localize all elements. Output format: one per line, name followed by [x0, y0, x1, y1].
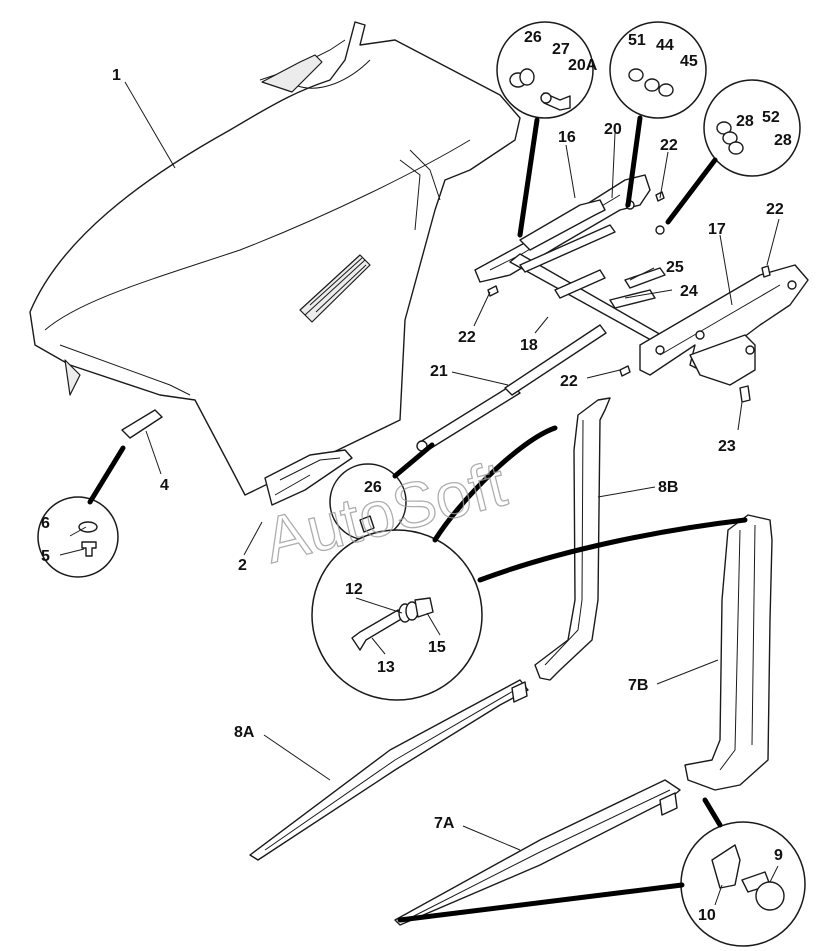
callout-28-top: 28 — [736, 113, 754, 130]
part-8B-trim — [534, 397, 611, 681]
screws — [487, 191, 771, 403]
callout-21: 21 — [430, 363, 448, 380]
callout-44: 44 — [656, 37, 674, 54]
callout-labels: 1 2 4 5 6 7A 7B 8A 8B 9 10 12 13 15 16 1… — [41, 29, 792, 924]
detail-circle-left — [37, 496, 119, 578]
callout-8B: 8B — [658, 479, 678, 496]
callout-23: 23 — [718, 438, 736, 455]
callout-20A: 20A — [568, 57, 598, 74]
callout-2: 2 — [238, 557, 247, 574]
callout-27: 27 — [552, 41, 570, 58]
callout-26-mid: 26 — [364, 479, 382, 496]
callout-22-right: 22 — [766, 201, 784, 218]
callout-51: 51 — [628, 32, 646, 49]
hinge-assembly — [474, 174, 809, 386]
part-7B-trim — [684, 514, 773, 791]
callout-12: 12 — [345, 581, 363, 598]
callout-8A: 8A — [234, 724, 255, 741]
callout-22-left: 22 — [458, 329, 476, 346]
callout-45: 45 — [680, 53, 698, 70]
callout-7A: 7A — [434, 815, 455, 832]
callout-4: 4 — [160, 477, 169, 494]
callout-20: 20 — [604, 121, 622, 138]
part-4-tab — [121, 409, 163, 439]
callout-6: 6 — [41, 515, 50, 532]
part-2-bracket — [264, 449, 353, 506]
callout-10: 10 — [698, 907, 716, 924]
detail-circle-top-mid — [609, 21, 707, 119]
detail-circle-bottom-right — [680, 821, 806, 947]
callout-52: 52 — [762, 109, 780, 126]
callout-5: 5 — [41, 548, 50, 565]
heavy-leaders — [87, 115, 748, 923]
callout-17: 17 — [708, 221, 726, 238]
part-8A-trim — [249, 679, 529, 861]
callout-13: 13 — [377, 659, 395, 676]
callout-1: 1 — [112, 67, 121, 84]
detail-circle-top-left — [496, 21, 594, 119]
callout-22-top: 22 — [660, 137, 678, 154]
callout-25: 25 — [666, 259, 684, 276]
callout-22-bottom: 22 — [560, 373, 578, 390]
callout-18: 18 — [520, 337, 538, 354]
leader-lines — [59, 81, 780, 906]
callout-15: 15 — [428, 639, 446, 656]
callout-16: 16 — [558, 129, 576, 146]
callout-24: 24 — [680, 283, 698, 300]
part-21-strut — [416, 324, 607, 452]
detail-circle-top-right — [703, 79, 801, 177]
callout-9: 9 — [774, 847, 783, 864]
callout-7B: 7B — [628, 677, 648, 694]
callout-26-top: 26 — [524, 29, 542, 46]
detail-circle-bolt — [311, 529, 483, 701]
part-1-cover — [29, 21, 521, 496]
callout-28-bottom: 28 — [774, 132, 792, 149]
